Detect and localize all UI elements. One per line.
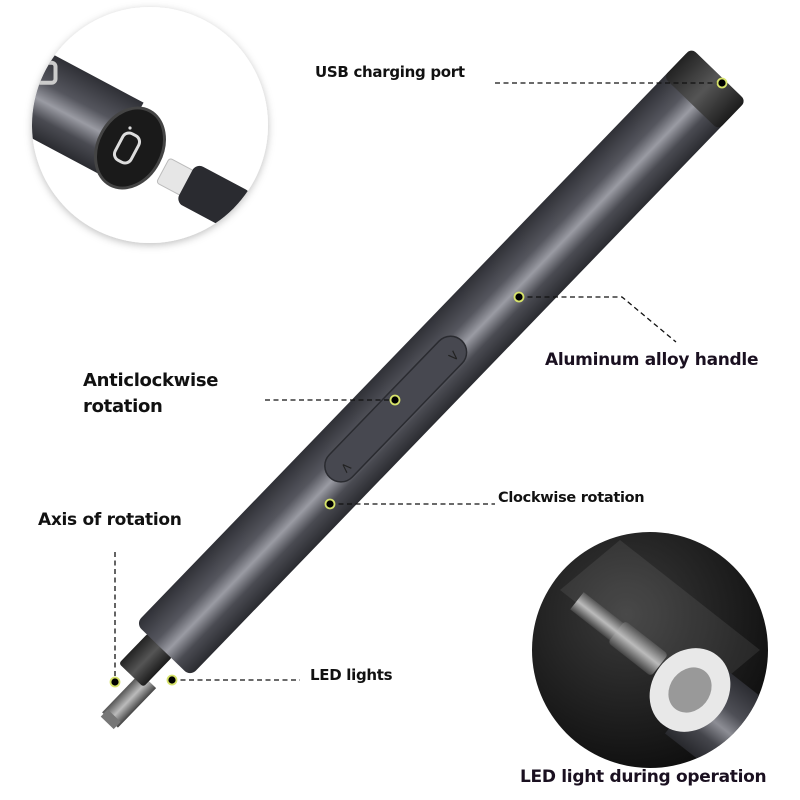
label-led-lights: LED lights	[310, 666, 393, 684]
label-clockwise-rotation: Clockwise rotation	[498, 490, 645, 506]
screwdriver-pen: < >	[100, 50, 744, 730]
label-aluminum-alloy-handle: Aluminum alloy handle	[545, 350, 759, 370]
usb-c-inset	[32, 7, 268, 243]
label-usb-charging-port: USB charging port	[315, 63, 465, 81]
led-inset	[532, 532, 768, 768]
label-axis-of-rotation: Axis of rotation	[38, 510, 182, 530]
label-led-light-during-operation: LED light during operation	[520, 767, 767, 787]
leader-lines	[114, 82, 721, 681]
callout-dots	[109, 77, 728, 688]
label-anticlockwise-rotation: Anticlockwise rotation	[83, 370, 219, 417]
